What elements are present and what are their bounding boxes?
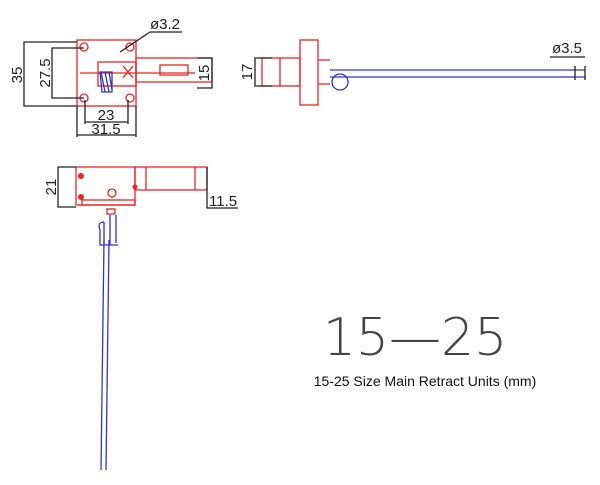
front-view: 21 11.5 xyxy=(43,166,238,471)
flange xyxy=(299,39,319,106)
body xyxy=(75,166,136,206)
mount-hole xyxy=(125,42,135,52)
shaft-height-label: 15 xyxy=(196,65,213,82)
mount-hole xyxy=(79,42,89,52)
outer-height-label: 35 xyxy=(9,67,26,84)
inner-height-label: 27.5 xyxy=(37,58,54,87)
size-label: 15—25 xyxy=(323,308,507,368)
mount-hole xyxy=(125,93,135,103)
body xyxy=(261,57,301,87)
hole-spacing-label: 23 xyxy=(98,107,115,124)
hole-diameter-label: ø3.2 xyxy=(150,16,180,33)
height-label: 21 xyxy=(43,179,60,196)
width-label: 31.5 xyxy=(91,121,120,138)
rod-diameter-label: ø3.5 xyxy=(552,40,582,57)
leg-rod xyxy=(100,239,110,471)
coil xyxy=(331,73,349,91)
shaft-height-label: 11.5 xyxy=(209,193,237,210)
flange-height-label: 17 xyxy=(239,64,256,81)
leg-rod xyxy=(330,69,585,78)
caption: 15-25 Size Main Retract Units (mm) xyxy=(314,373,537,389)
side-view: 17 ø3.5 xyxy=(239,39,586,106)
top-view: ø3.2 35 27.5 15 23 31.5 xyxy=(9,16,213,138)
coil xyxy=(98,215,118,246)
